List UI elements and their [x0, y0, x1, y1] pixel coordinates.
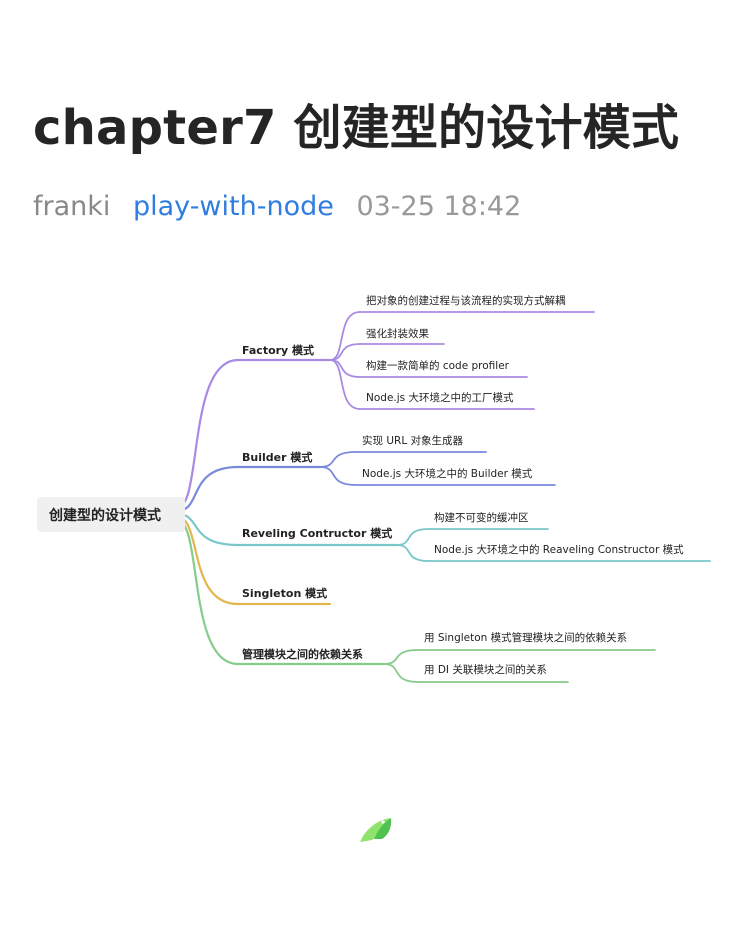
- leaf-node-label: 构建不可变的缓冲区: [434, 511, 529, 524]
- leaf-node-label: 用 DI 关联模块之间的关系: [424, 663, 547, 676]
- leaf-node-label: 强化封装效果: [366, 327, 429, 340]
- leaf-node-label: 实现 URL 对象生成器: [362, 434, 464, 447]
- branch-node-label: Singleton 模式: [242, 586, 327, 600]
- branch-to-leaf-connector: [319, 466, 357, 486]
- mindmap-connectors: [175, 311, 711, 683]
- article-title: chapter7 创建型的设计模式: [33, 100, 680, 156]
- bird-logo-icon: [360, 818, 392, 842]
- topic-tag[interactable]: play-with-node: [133, 191, 334, 222]
- root-node-box: [37, 497, 185, 532]
- branch-to-leaf-connector: [396, 544, 429, 562]
- leaf-node-label: 构建一款简单的 code profiler: [366, 359, 510, 372]
- branch-to-leaf-connector: [396, 528, 429, 546]
- bird-logo-body-icon: [374, 818, 392, 839]
- leaf-node-label: 把对象的创建过程与该流程的实现方式解耦: [366, 294, 566, 307]
- publish-time: 03-25 18:42: [356, 191, 522, 222]
- branch-to-leaf-connector: [383, 663, 419, 683]
- bird-logo-wing-icon: [360, 818, 390, 842]
- branch-to-leaf-connector: [329, 359, 361, 410]
- leaf-node-label: Node.js 大环境之中的工厂模式: [366, 391, 514, 404]
- article-meta: franki play-with-node 03-25 18:42: [33, 190, 535, 224]
- branch-node-label: 管理模块之间的依赖关系: [242, 647, 363, 661]
- branch-node-label: Builder 模式: [242, 450, 312, 464]
- branch-node-label: Reveling Contructor 模式: [242, 526, 392, 540]
- root-to-branch-connector: [175, 518, 240, 666]
- branch-to-leaf-connector: [319, 451, 357, 468]
- root-node-label: 创建型的设计模式: [48, 507, 161, 524]
- branch-to-leaf-connector: [329, 311, 361, 361]
- bird-logo-eye-icon: [381, 820, 385, 824]
- mindmap-root-node: 创建型的设计模式: [37, 497, 185, 532]
- root-to-branch-connector: [175, 358, 240, 510]
- leaf-node-label: Node.js 大环境之中的 Builder 模式: [362, 467, 533, 480]
- leaf-node-label: Node.js 大环境之中的 Reaveling Constructor 模式: [434, 543, 684, 556]
- root-to-branch-connector: [175, 465, 240, 513]
- branch-to-leaf-connector: [383, 649, 419, 665]
- leaf-node-label: 用 Singleton 模式管理模块之间的依赖关系: [424, 631, 627, 644]
- branch-node-label: Factory 模式: [242, 343, 314, 357]
- author-name[interactable]: franki: [33, 191, 111, 222]
